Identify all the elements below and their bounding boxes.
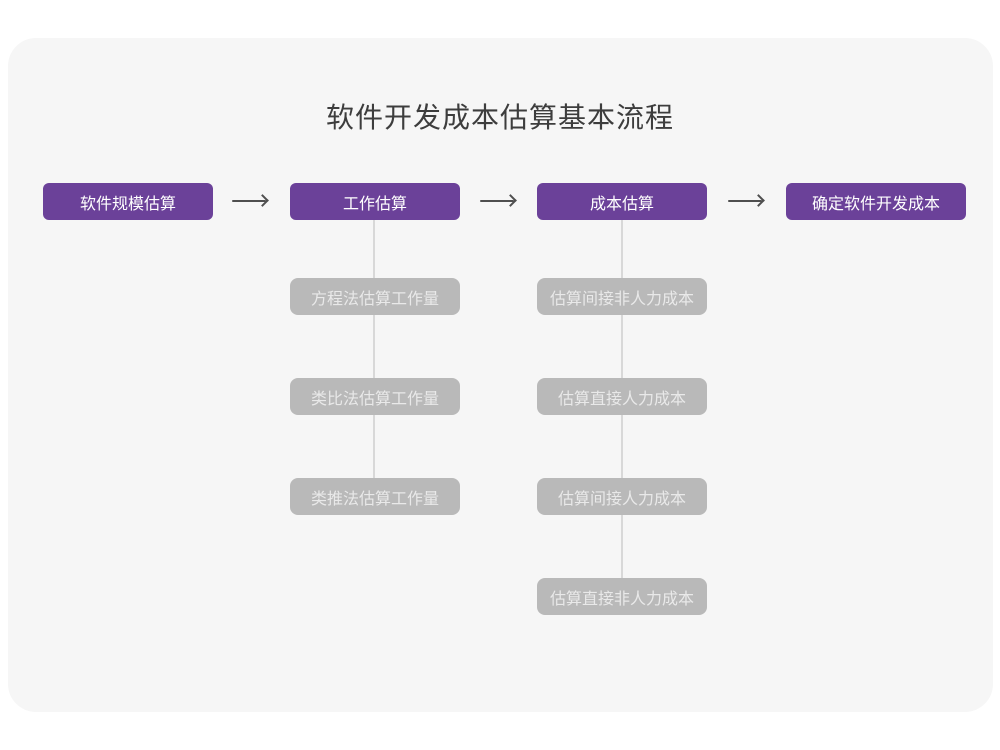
- diagram-title: 软件开发成本估算基本流程: [325, 102, 674, 133]
- arrow-shaft: [728, 200, 762, 202]
- right-arrow-icon: [728, 194, 765, 208]
- sub-node-direct-nonlabor-cost: 估算直接非人力成本: [537, 578, 707, 615]
- sub-node-extrapolation-method: 类推法估算工作量: [290, 478, 460, 515]
- stage-label: 成本估算: [589, 195, 654, 213]
- sub-node-label: 估算间接人力成本: [557, 490, 686, 508]
- stage-label: 软件规模估算: [79, 195, 176, 213]
- connector-line-work-estimation: [373, 220, 375, 496]
- stage-node-work-estimation: 工作估算: [290, 183, 460, 220]
- arrow-shaft: [480, 200, 514, 202]
- stage-label: 工作估算: [342, 195, 407, 213]
- sub-node-label: 类推法估算工作量: [310, 490, 439, 508]
- sub-node-label: 类比法估算工作量: [310, 390, 439, 408]
- arrow-head: [504, 194, 517, 207]
- sub-node-indirect-labor-cost: 估算间接人力成本: [537, 478, 707, 515]
- sub-node-analogy-method: 类比法估算工作量: [290, 378, 460, 415]
- sub-node-label: 估算直接非人力成本: [549, 590, 694, 608]
- right-arrow-icon: [480, 194, 517, 208]
- stage-node-cost-estimation: 成本估算: [537, 183, 707, 220]
- flowchart-card: [8, 38, 993, 712]
- stage-node-determine-dev-cost: 确定软件开发成本: [786, 183, 966, 220]
- stage-label: 确定软件开发成本: [811, 195, 940, 213]
- arrow-head: [752, 194, 765, 207]
- sub-node-label: 方程法估算工作量: [310, 290, 439, 308]
- sub-node-label: 估算直接人力成本: [557, 390, 686, 408]
- sub-node-indirect-nonlabor-cost: 估算间接非人力成本: [537, 278, 707, 315]
- sub-node-equation-method: 方程法估算工作量: [290, 278, 460, 315]
- arrow-shaft: [232, 200, 266, 202]
- stage-node-software-scale-estimation: 软件规模估算: [43, 183, 213, 220]
- sub-node-direct-labor-cost: 估算直接人力成本: [537, 378, 707, 415]
- sub-node-label: 估算间接非人力成本: [549, 290, 694, 308]
- right-arrow-icon: [232, 194, 269, 208]
- arrow-head: [256, 194, 269, 207]
